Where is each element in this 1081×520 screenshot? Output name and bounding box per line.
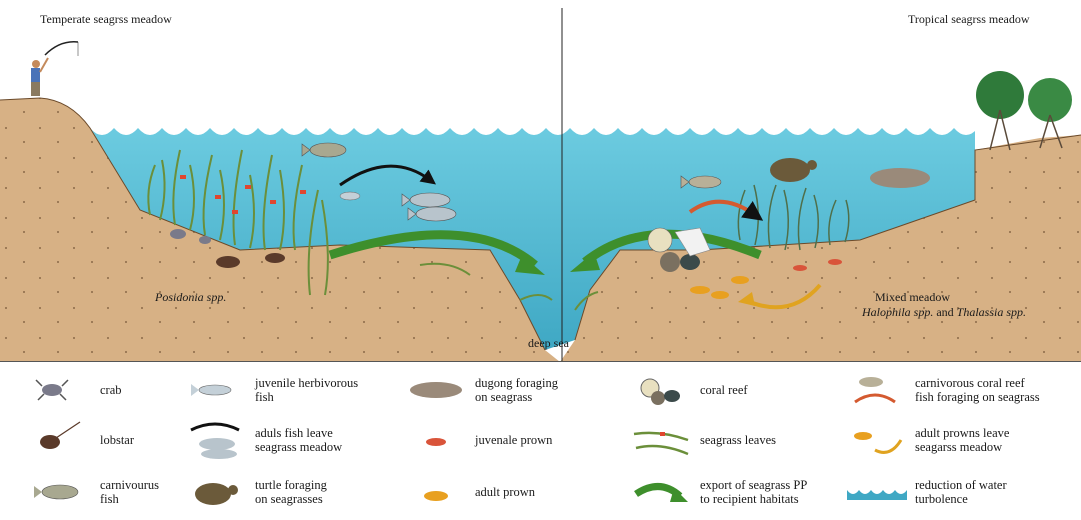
juvenile-fish-icon xyxy=(185,370,247,410)
adult-prawn-arrow-icon xyxy=(845,420,907,460)
carnivorous-fish-icon xyxy=(30,472,92,512)
legend-item-coral-reef: coral reef xyxy=(630,370,748,410)
legend-item-seagrass-leaves: seagrass leaves xyxy=(630,420,776,460)
legend: crab juvenile herbivorous fish dugong fo… xyxy=(0,362,1081,520)
species-label: Halophila spp. and Thalassia spp. xyxy=(862,305,1026,319)
legend-item-wave: reduction of water turbolence xyxy=(845,472,1007,512)
legend-item-carnivorous-fish: carnivourus fish xyxy=(30,472,159,512)
coral-reef-icon xyxy=(630,370,692,410)
reef-fish-arrow-icon xyxy=(845,370,907,410)
legend-text-lobster: lobstar xyxy=(100,433,134,447)
juvenile-fish xyxy=(340,192,360,200)
right-title: Tropical seagrss meadow xyxy=(908,12,1030,26)
legend-text-adult-fish: aduls fish leave seagrass meadow xyxy=(255,426,342,454)
left-title: Temperate seagrss meadow xyxy=(40,12,172,26)
export-arrow-icon xyxy=(630,472,692,512)
surface-waves xyxy=(90,120,978,135)
legend-text-seagrass-leaves: seagrass leaves xyxy=(700,433,776,447)
legend-text-carnivorous-fish: carnivourus fish xyxy=(100,478,159,506)
adult-fish-arrow-icon xyxy=(185,420,247,460)
legend-text-dugong: dugong foraging on seagrass xyxy=(475,376,558,404)
legend-text-export: export of seagrass PP to recipient habit… xyxy=(700,478,807,506)
legend-item-adult-prawn-arrow: adult prowns leave seagarss meadow xyxy=(845,420,1009,460)
adult-prawn-icon xyxy=(405,472,467,512)
legend-item-turtle: turtle foraging on seagrasses xyxy=(185,472,327,512)
dugong xyxy=(870,168,930,188)
deep-sea-label: deep sea xyxy=(528,336,569,350)
legend-item-adult-prawn: adult prown xyxy=(405,472,535,512)
legend-item-juvenile-prawn: juvenale prown xyxy=(405,420,552,460)
legend-text-adult-prawn: adult prown xyxy=(475,485,535,499)
wave-icon xyxy=(845,472,907,512)
legend-text-juvenile-prawn: juvenale prown xyxy=(475,433,552,447)
legend-item-export: export of seagrass PP to recipient habit… xyxy=(630,472,807,512)
legend-text-reef-fish: carnivorous coral reef fish foraging on … xyxy=(915,376,1040,404)
mixed-meadow-label: Mixed meadow xyxy=(875,290,950,304)
legend-item-crab: crab xyxy=(30,370,122,410)
lobster-icon xyxy=(30,420,92,460)
halophila-label: Halophila spp. xyxy=(862,305,933,319)
posidonia-label: Posidonia spp. xyxy=(155,290,226,304)
legend-text-turtle: turtle foraging on seagrasses xyxy=(255,478,327,506)
legend-item-lobster: lobstar xyxy=(30,420,134,460)
dugong-icon xyxy=(405,370,467,410)
legend-item-dugong: dugong foraging on seagrass xyxy=(405,370,558,410)
turtle-icon xyxy=(185,472,247,512)
legend-item-adult-fish: aduls fish leave seagrass meadow xyxy=(185,420,342,460)
legend-text-coral-reef: coral reef xyxy=(700,383,748,397)
legend-item-reef-fish: carnivorous coral reef fish foraging on … xyxy=(845,370,1040,410)
crab-icon xyxy=(30,370,92,410)
and-word: and xyxy=(933,305,956,319)
legend-text-crab: crab xyxy=(100,383,122,397)
legend-text-wave: reduction of water turbolence xyxy=(915,478,1007,506)
seagrass-leaves-icon xyxy=(630,420,692,460)
legend-item-juvenile-fish: juvenile herbivorous fish xyxy=(185,370,358,410)
juvenile-prawn-icon xyxy=(405,420,467,460)
legend-text-adult-prawn-arrow: adult prowns leave seagarss meadow xyxy=(915,426,1009,454)
fisherman-icon xyxy=(31,42,78,96)
thalassia-label: Thalassia spp. xyxy=(957,305,1026,319)
legend-text-juvenile-fish: juvenile herbivorous fish xyxy=(255,376,358,404)
